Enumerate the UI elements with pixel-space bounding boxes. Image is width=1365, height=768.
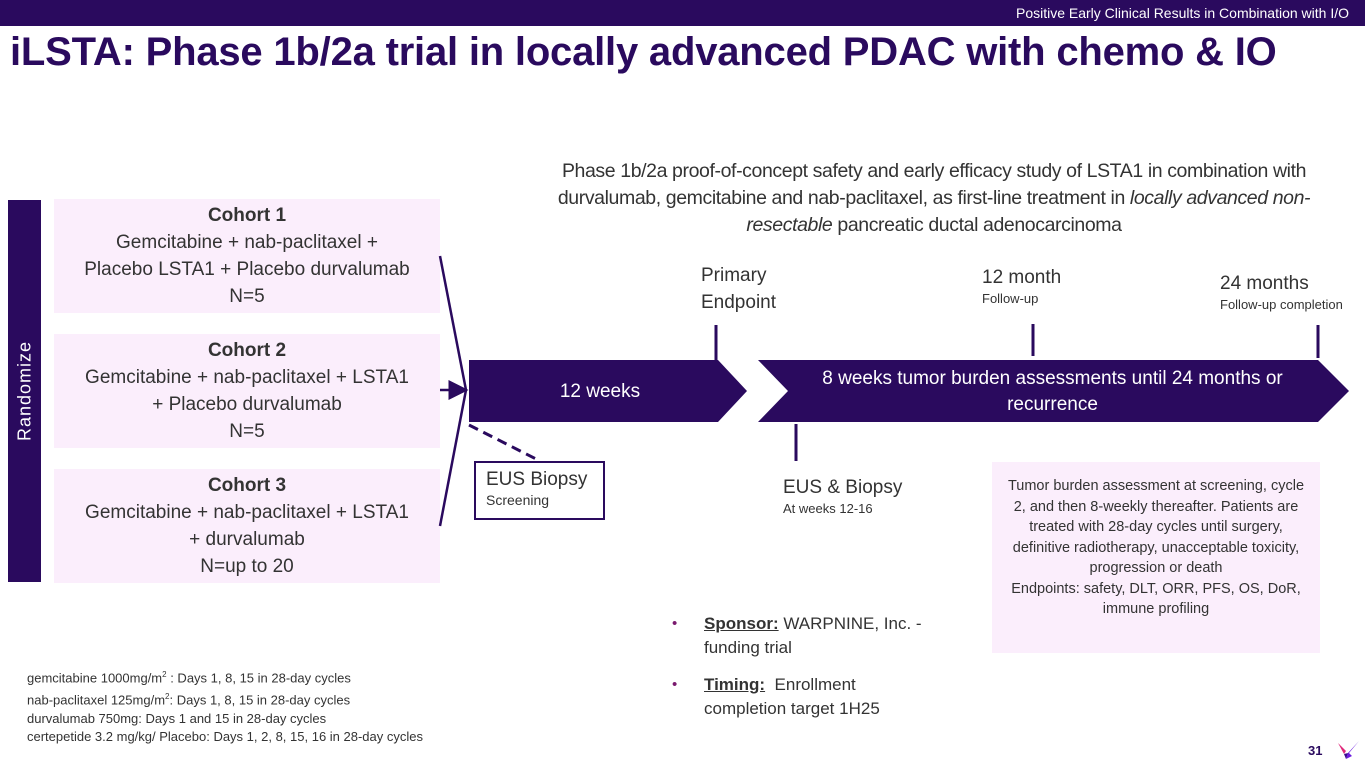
- cohort-n: N=up to 20: [200, 556, 294, 577]
- cohort-n: N=5: [229, 286, 265, 307]
- eus-followup-marker: EUS & Biopsy At weeks 12-16: [783, 474, 902, 517]
- cohort-regimen-line: + Placebo durvalumab: [152, 394, 342, 415]
- assessment-description: Tumor burden assessment at screening, cy…: [1007, 478, 1305, 576]
- randomize-label: Randomize: [14, 340, 34, 442]
- dosing-superscript: 2: [162, 670, 167, 679]
- 24-months-marker: 24 months Follow-up completion: [1220, 270, 1343, 313]
- section-label: Positive Early Clinical Results in Combi…: [1015, 5, 1349, 21]
- top-banner: Positive Early Clinical Results in Combi…: [0, 0, 1365, 26]
- marker-subtitle: At weeks 12-16: [783, 501, 873, 516]
- company-logo-icon: [1338, 741, 1359, 759]
- bullet-icon: •: [672, 615, 678, 632]
- cohort-regimen-line: + durvalumab: [189, 529, 305, 550]
- assessment-info-box: Tumor burden assessment at screening, cy…: [992, 462, 1320, 653]
- dosing-text: gemcitabine 1000mg/m: [27, 670, 163, 686]
- primary-endpoint-marker: Primary Endpoint: [701, 262, 811, 316]
- 12-month-marker: 12 month Follow-up: [982, 264, 1061, 307]
- cohort-title: Cohort 1: [207, 205, 287, 226]
- marker-subtitle: Follow-up completion: [1220, 297, 1343, 312]
- dosing-text: : Days 1, 8, 15 in 28-day cycles: [166, 670, 351, 686]
- marker-subtitle: Follow-up: [982, 291, 1039, 306]
- cohort-2-box: Cohort 2 Gemcitabine + nab-paclitaxel + …: [54, 334, 440, 448]
- study-description-italic: locally advanced non-resectable: [746, 187, 1311, 236]
- study-description-part2: pancreatic ductal adenocarcinoma: [832, 214, 1122, 236]
- marker-title: Primary Endpoint: [701, 265, 777, 313]
- eus-biopsy-screening-box: EUS Biopsy Screening: [474, 461, 605, 520]
- phase-12-weeks-label: 12 weeks: [559, 381, 641, 402]
- phase-followup-label: 8 weeks tumor burden assessments until 2…: [822, 368, 1283, 415]
- page-number: 31: [1308, 743, 1323, 758]
- list-item: • Sponsor: WARPNINE, Inc. - funding tria…: [672, 612, 932, 659]
- marker-title: EUS & Biopsy: [783, 477, 903, 498]
- dosing-line: durvalumab 750mg: Days 1 and 15 in 28-da…: [27, 710, 423, 729]
- slide-title: iLSTA: Phase 1b/2a trial in locally adva…: [10, 30, 1277, 74]
- marker-title: 12 month: [982, 267, 1062, 288]
- bullet-value: Enrollment completion target 1H25: [704, 675, 880, 718]
- bullet-icon: •: [672, 676, 678, 693]
- cohort-1-box: Cohort 1 Gemcitabine + nab-paclitaxel + …: [54, 199, 440, 313]
- cohort-regimen-line: Gemcitabine + nab-paclitaxel +: [116, 232, 378, 253]
- dosing-text: certepetide 3.2 mg/kg/ Placebo: Days 1, …: [27, 729, 423, 745]
- screening-dashed-connector: [468, 423, 541, 463]
- marker-title: 24 months: [1220, 273, 1309, 294]
- cohort-title: Cohort 3: [207, 475, 287, 496]
- dosing-text: durvalumab 750mg: Days 1 and 15 in 28-da…: [27, 710, 327, 726]
- trial-details-list: • Sponsor: WARPNINE, Inc. - funding tria…: [672, 612, 932, 734]
- dosing-line: nab-paclitaxel 125mg/m2: Days 1, 8, 15 i…: [27, 688, 423, 710]
- list-item: • Timing: Enrollment completion target 1…: [672, 673, 932, 720]
- cohort-title: Cohort 2: [207, 340, 287, 361]
- randomize-bar: Randomize: [8, 200, 41, 582]
- cohort-regimen-line: Gemcitabine + nab-paclitaxel + LSTA1: [85, 502, 409, 523]
- cohort-regimen-line: Gemcitabine + nab-paclitaxel + LSTA1: [85, 367, 409, 388]
- dosing-text: : Days 1, 8, 15 in 28-day cycles: [169, 692, 351, 708]
- cohort-3-connector: [438, 389, 468, 527]
- study-description-part1: Phase 1b/2a proof-of-concept safety and …: [557, 160, 1307, 209]
- endpoints-list: Endpoints: safety, DLT, ORR, PFS, OS, Do…: [1011, 580, 1301, 618]
- dosing-superscript: 2: [165, 691, 170, 701]
- bullet-key: Timing:: [704, 675, 766, 694]
- bullet-key: Sponsor:: [704, 614, 779, 633]
- dosing-line: certepetide 3.2 mg/kg/ Placebo: Days 1, …: [27, 728, 423, 747]
- cohort-regimen-line: Placebo LSTA1 + Placebo durvalumab: [84, 259, 410, 280]
- cohort-1-connector: [438, 255, 468, 391]
- eus-screening-subtitle: Screening: [486, 492, 550, 508]
- dosing-text: nab-paclitaxel 125mg/m: [27, 692, 166, 708]
- cohort-n: N=5: [229, 421, 265, 442]
- dosing-notes: gemcitabine 1000mg/m2 : Days 1, 8, 15 in…: [27, 666, 423, 747]
- eus-screening-title: EUS Biopsy: [486, 469, 588, 490]
- bullet-value: WARPNINE, Inc. - funding trial: [704, 614, 922, 657]
- cohort-3-box: Cohort 3 Gemcitabine + nab-paclitaxel + …: [54, 469, 440, 583]
- dosing-line: gemcitabine 1000mg/m2 : Days 1, 8, 15 in…: [27, 666, 423, 688]
- study-description: Phase 1b/2a proof-of-concept safety and …: [540, 158, 1328, 239]
